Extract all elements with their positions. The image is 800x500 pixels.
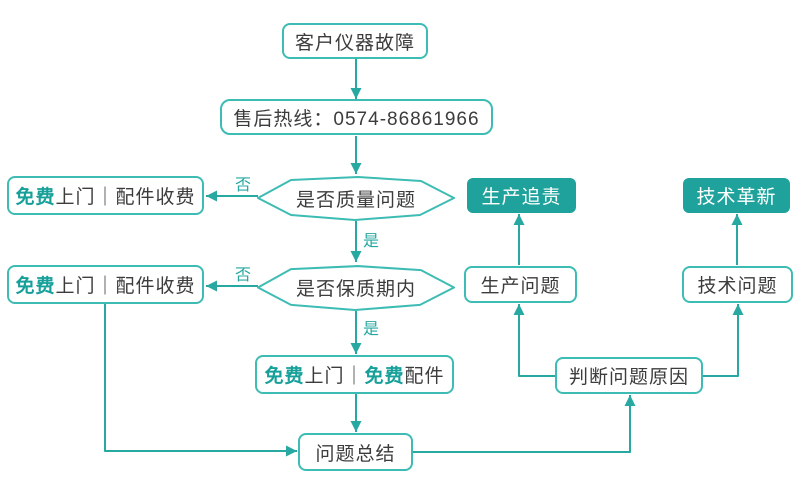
node-label: 是否保质期内 — [295, 279, 416, 300]
node-label: 客户仪器故障 — [294, 32, 415, 54]
node-label: 售后热线：0574-86861966 — [233, 108, 480, 130]
node-label: 上门｜配件收费 — [55, 187, 196, 208]
node-label: 上门｜配件收费 — [55, 276, 196, 297]
node-decision-quality: 是否质量问题 — [257, 174, 455, 222]
node-decision-warranty: 是否保质期内 — [257, 263, 455, 312]
edge-label-warranty-yes: 是 — [362, 321, 380, 338]
decision-hexagon — [257, 265, 455, 311]
node-tech-innovation: 技术革新 — [683, 178, 790, 213]
edge-label-warranty-no: 否 — [234, 267, 252, 284]
node-label: 技术革新 — [696, 187, 777, 208]
accent-text: 免费 — [364, 366, 405, 387]
accent-text: 免费 — [15, 187, 56, 208]
edge-summary-to-judge — [413, 395, 636, 453]
decision-hexagon — [257, 176, 455, 221]
node-label: 是否质量问题 — [295, 189, 416, 211]
node-hotline: 售后热线：0574-86861966 — [220, 99, 493, 135]
node-label: 生产追责 — [481, 187, 562, 208]
edge-judge-to-tech — [703, 304, 744, 377]
node-customer-fault: 客户仪器故障 — [282, 23, 428, 59]
node-free-visit-paid-parts-1: 免费上门｜配件收费 — [7, 176, 204, 215]
accent-text: 免费 — [15, 276, 56, 297]
node-production-issue: 生产问题 — [464, 266, 577, 303]
node-label: 问题总结 — [315, 443, 396, 465]
node-judge-cause: 判断问题原因 — [555, 357, 703, 394]
edge-label-quality-no: 否 — [234, 177, 252, 194]
node-label: 生产问题 — [480, 276, 561, 297]
node-free-visit-free-parts: 免费上门｜免费配件 — [255, 355, 454, 394]
edge-label-quality-yes: 是 — [362, 233, 380, 250]
edge-paidparts-to-summary — [104, 304, 297, 457]
node-tech-issue: 技术问题 — [682, 266, 793, 303]
node-label: 上门｜ — [304, 366, 365, 387]
node-label: 技术问题 — [697, 276, 778, 297]
node-label: 判断问题原因 — [568, 367, 689, 388]
edge-judge-to-production — [513, 304, 555, 377]
node-production-accountability: 生产追责 — [467, 178, 576, 213]
accent-text: 免费 — [264, 366, 305, 387]
node-free-visit-paid-parts-2: 免费上门｜配件收费 — [7, 265, 204, 304]
node-label: 配件 — [404, 366, 445, 387]
node-summary: 问题总结 — [298, 433, 413, 471]
